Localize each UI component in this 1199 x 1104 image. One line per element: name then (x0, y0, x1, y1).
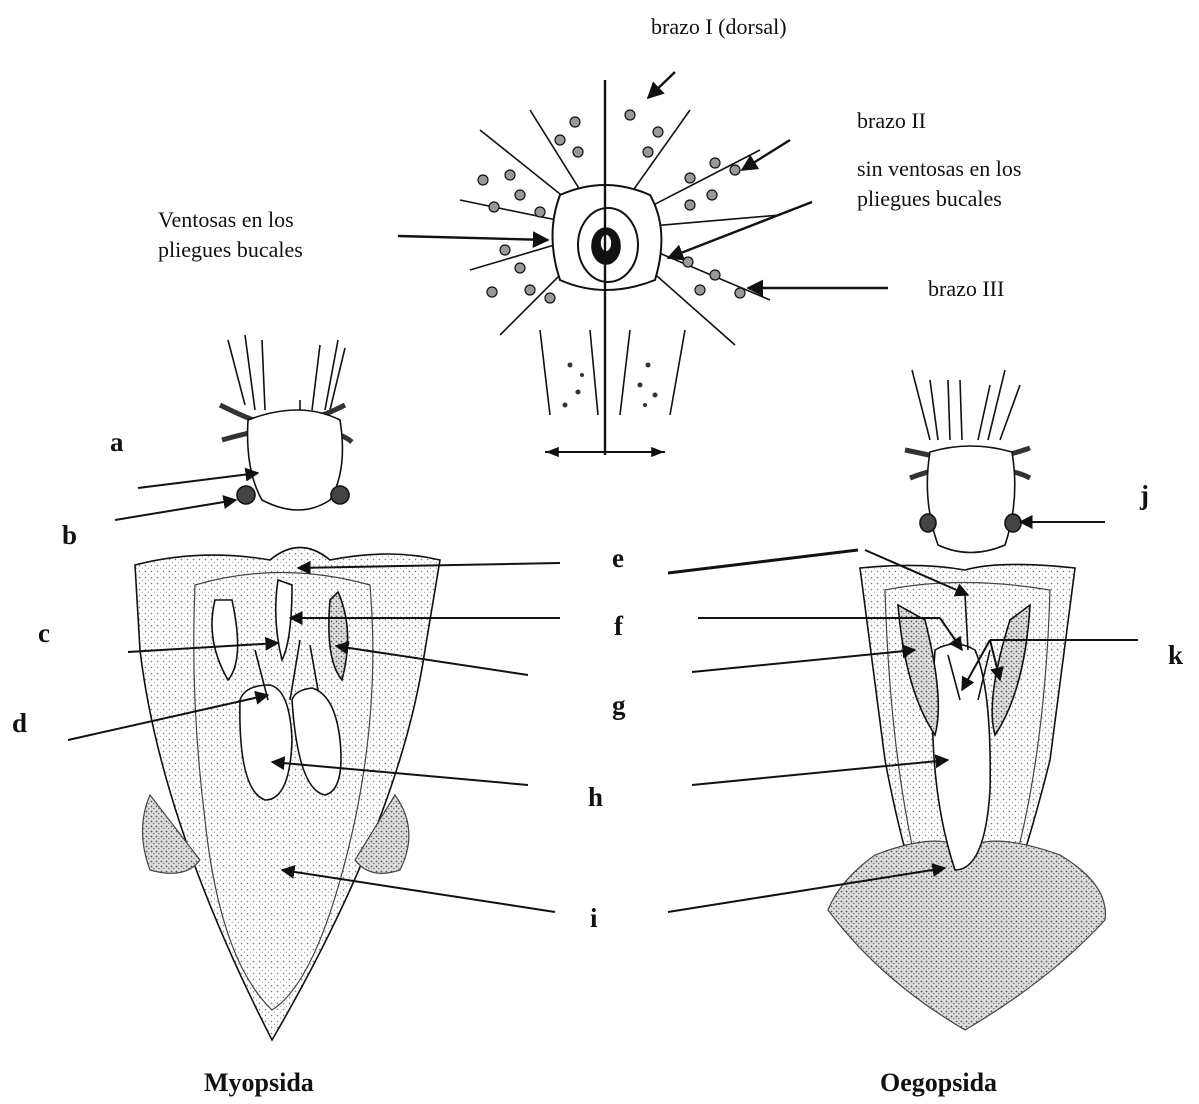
label-j: j (1140, 480, 1149, 511)
suckers-label: Ventosas en los pliegues bucales (158, 205, 368, 265)
oegopsida-squid (828, 370, 1105, 1030)
label-k: k (1168, 640, 1183, 671)
label-e: e (612, 543, 624, 574)
caption-myopsida: Myopsida (204, 1068, 314, 1098)
label-h: h (588, 782, 603, 813)
label-f: f (614, 611, 623, 642)
label-i: i (590, 903, 598, 934)
label-a: a (110, 427, 124, 458)
label-c: c (38, 618, 50, 649)
label-g: g (612, 690, 626, 721)
label-d: d (12, 708, 27, 739)
arm-i-dorsal-label: brazo I (dorsal) (651, 14, 787, 40)
arm-ii-label: brazo II (857, 108, 926, 134)
no-suckers-label: sin ventosas en los pliegues bucales (857, 154, 1087, 214)
oral-crown-diagram (460, 80, 780, 456)
myopsida-squid (135, 335, 440, 1040)
caption-oegopsida: Oegopsida (880, 1068, 997, 1098)
arm-iii-label: brazo III (928, 276, 1004, 302)
label-b: b (62, 520, 77, 551)
